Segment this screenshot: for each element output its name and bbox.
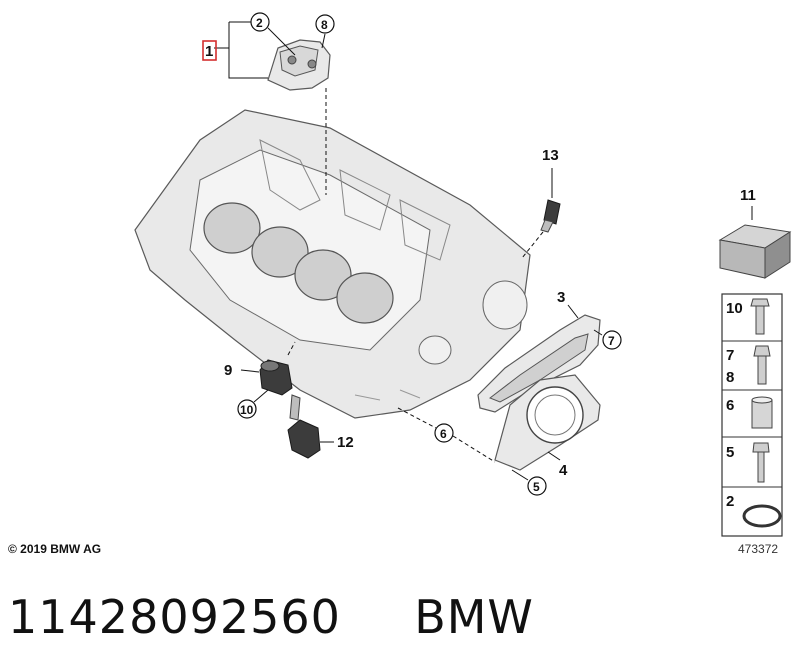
callout-8[interactable]: 8 [321, 18, 328, 32]
callout-1[interactable]: 1 [205, 43, 213, 60]
diagram-id: 473372 [738, 542, 779, 556]
callout-12[interactable]: 12 [337, 434, 354, 451]
engine-block [134, 109, 531, 419]
svg-text:8: 8 [726, 369, 734, 386]
sidebar-item-6[interactable]: 6 [726, 396, 773, 429]
ring-icon [742, 504, 782, 528]
callout-circle-5 [527, 476, 547, 496]
highlight-box [202, 40, 217, 61]
sidebar-item-7-8[interactable]: 7 8 [726, 345, 771, 386]
part-number[interactable]: 11428092560 [8, 590, 341, 644]
svg-text:10: 10 [726, 300, 743, 317]
callout-9[interactable]: 9 [224, 362, 232, 379]
callout-6[interactable]: 6 [440, 427, 447, 441]
cover-part[interactable] [477, 314, 601, 413]
callout-4[interactable]: 4 [559, 462, 568, 479]
callout-circle-8 [315, 14, 335, 34]
sidebar-item-10[interactable]: 10 [726, 298, 770, 335]
callout-13[interactable]: 13 [542, 147, 559, 164]
callout-circle-7 [602, 330, 622, 350]
svg-text:7: 7 [726, 347, 734, 364]
seal-cover-part[interactable] [494, 374, 601, 471]
svg-text:5: 5 [726, 444, 734, 461]
part-number-line: 11428092560 BMW [8, 590, 534, 644]
copyright: © 2019 BMW AG [8, 542, 102, 556]
sensor-part[interactable] [540, 199, 561, 233]
sidebar-item-5[interactable]: 5 [726, 442, 770, 483]
knock-sensor-part[interactable] [259, 359, 293, 396]
stud-icon [753, 345, 771, 385]
svg-text:6: 6 [726, 397, 734, 414]
sidebar: 10 7 8 6 5 2 [721, 293, 783, 537]
plug-part[interactable] [287, 394, 321, 459]
callout-3[interactable]: 3 [557, 289, 565, 306]
callout-10[interactable]: 10 [240, 403, 254, 417]
callout-circle-2 [250, 12, 270, 32]
callout-circle-10 [237, 399, 257, 419]
screw-icon [752, 442, 770, 483]
brand-name: BMW [414, 590, 534, 644]
bracket-part[interactable] [267, 39, 331, 91]
callout-5[interactable]: 5 [533, 480, 540, 494]
callout-7[interactable]: 7 [608, 334, 615, 348]
callout-circle-6 [434, 423, 454, 443]
sidebar-item-2[interactable]: 2 [726, 493, 782, 528]
svg-text:2: 2 [726, 493, 734, 510]
sleeve-icon [751, 399, 773, 429]
package-part[interactable] [718, 224, 792, 279]
callout-2[interactable]: 2 [256, 16, 263, 30]
bolt-icon [750, 298, 770, 335]
callout-11[interactable]: 11 [740, 187, 756, 204]
